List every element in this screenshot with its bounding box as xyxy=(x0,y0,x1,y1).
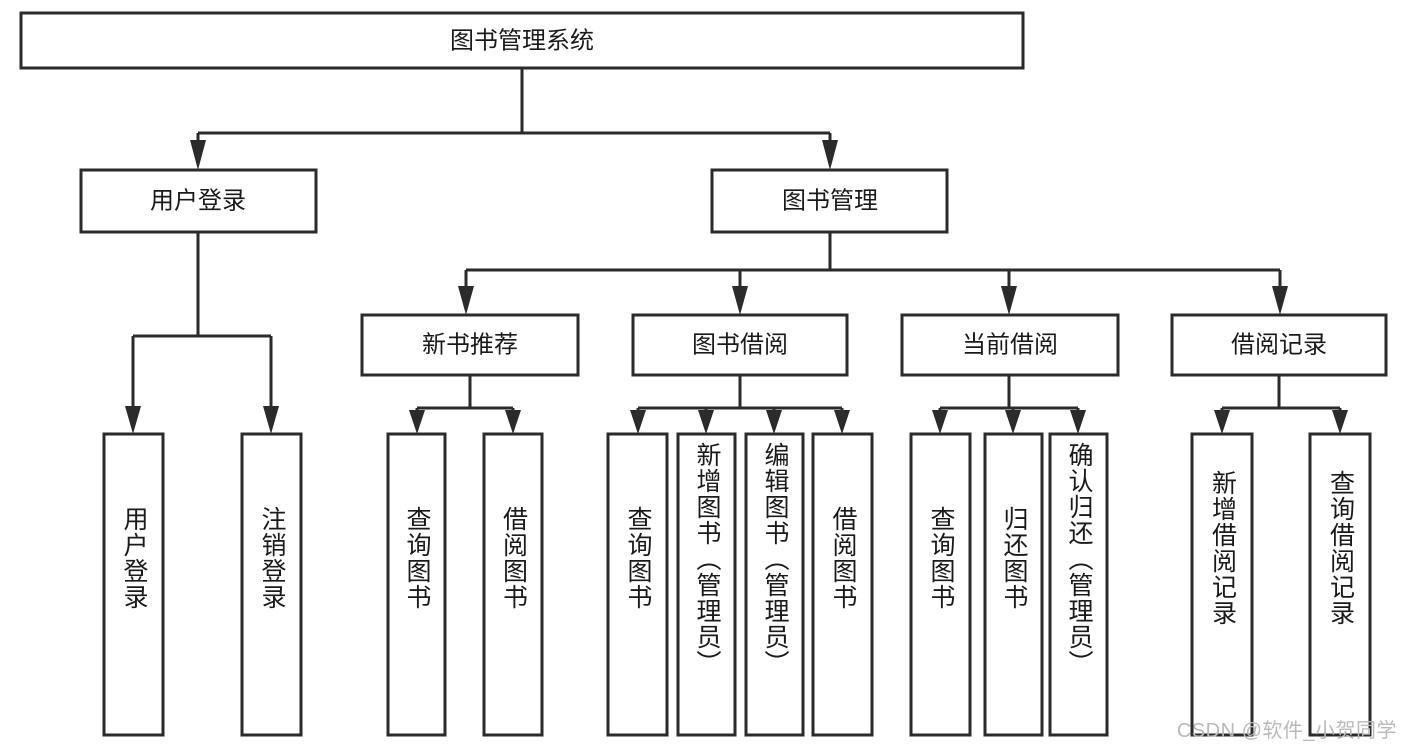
arrow-head-current xyxy=(1001,286,1017,315)
arrow-head-borrow-leaf-1 xyxy=(630,410,646,434)
connector-group-record-to-leaves xyxy=(1214,375,1348,434)
arrow-head-leaf-logout xyxy=(263,406,279,434)
node-user-login-rect[interactable] xyxy=(79,168,318,234)
arrow-head-borrow xyxy=(732,286,748,315)
node-book-management[interactable]: 图书管理 xyxy=(710,168,949,234)
leaf-rect-confirm-return[interactable] xyxy=(1048,432,1109,737)
leaf-rect-logout[interactable] xyxy=(240,432,303,737)
leaf-rect-edit-book[interactable] xyxy=(744,432,805,737)
node-book-borrow[interactable]: 图书借阅 xyxy=(631,313,849,377)
connector-group-root-to-level2 xyxy=(190,68,838,170)
arrow-head-current-leaf-2 xyxy=(1005,410,1021,434)
node-book-management-label: 图书管理 xyxy=(782,187,878,214)
leaf-rect-query-book-a[interactable] xyxy=(386,432,447,737)
node-current-borrow-label: 当前借阅 xyxy=(962,331,1058,358)
arrow-head-record-leaf-2 xyxy=(1332,410,1348,434)
node-user-login-label: 用户登录 xyxy=(150,187,246,214)
node-borrow-record[interactable]: 借阅记录 xyxy=(1170,313,1388,377)
arrow-head-current-leaf-1 xyxy=(932,410,948,434)
leaf-rect-borrow-book-b[interactable] xyxy=(811,432,874,737)
watermark-text: CSDN @软件_小贺同学 xyxy=(1176,720,1397,742)
leaf-rect-query-record[interactable] xyxy=(1308,432,1372,737)
arrow-head-current-leaf-3 xyxy=(1070,410,1086,434)
leaf-rect-return-book[interactable] xyxy=(983,432,1044,737)
node-book-management-rect[interactable] xyxy=(710,168,949,234)
node-user-login[interactable]: 用户登录 xyxy=(79,168,318,234)
connector-group-borrow-to-leaves xyxy=(630,375,850,434)
arrow-head-record xyxy=(1272,286,1288,315)
connector-group-newbook-to-leaves xyxy=(409,375,521,434)
leaf-rect-query-book-c[interactable] xyxy=(909,432,972,737)
arrow-head-newbook-leaf-2 xyxy=(505,410,521,434)
node-borrow-record-rect[interactable] xyxy=(1170,313,1388,377)
arrow-head-leaf-user-login xyxy=(125,406,141,434)
connector-group-userlogin-to-leaves xyxy=(125,232,279,434)
node-root[interactable]: 图书管理系统 xyxy=(19,11,1025,70)
leaf-rect-query-book-b[interactable] xyxy=(606,432,669,737)
arrow-head-borrow-leaf-2 xyxy=(698,410,714,434)
connector-group-bookmanage-to-level3 xyxy=(458,232,1288,315)
arrow-head-newbook-leaf-1 xyxy=(409,410,425,434)
arrow-head-user-login xyxy=(190,140,206,170)
node-book-borrow-rect[interactable] xyxy=(631,313,849,377)
arrow-head-book-manage xyxy=(822,140,838,170)
node-current-borrow-rect[interactable] xyxy=(900,313,1120,377)
arrow-head-borrow-leaf-4 xyxy=(834,410,850,434)
node-new-book-recommend[interactable]: 新书推荐 xyxy=(360,313,580,377)
leaf-rect-add-book[interactable] xyxy=(676,432,737,737)
leaf-box-group xyxy=(102,432,1372,737)
leaf-rect-user-login[interactable] xyxy=(102,432,165,737)
node-root-rect[interactable] xyxy=(19,11,1025,70)
arrow-head-new-book xyxy=(458,286,474,315)
node-root-label: 图书管理系统 xyxy=(450,27,594,54)
leaf-rect-borrow-book-a[interactable] xyxy=(482,432,544,737)
node-borrow-record-label: 借阅记录 xyxy=(1231,331,1327,358)
arrow-head-borrow-leaf-3 xyxy=(766,410,782,434)
node-current-borrow[interactable]: 当前借阅 xyxy=(900,313,1120,377)
connector-group-current-to-leaves xyxy=(932,375,1086,434)
node-new-book-recommend-label: 新书推荐 xyxy=(422,331,518,358)
leaf-rect-add-record[interactable] xyxy=(1190,432,1254,737)
arrow-head-record-leaf-1 xyxy=(1214,410,1230,434)
node-new-book-recommend-rect[interactable] xyxy=(360,313,580,377)
node-book-borrow-label: 图书借阅 xyxy=(692,331,788,358)
